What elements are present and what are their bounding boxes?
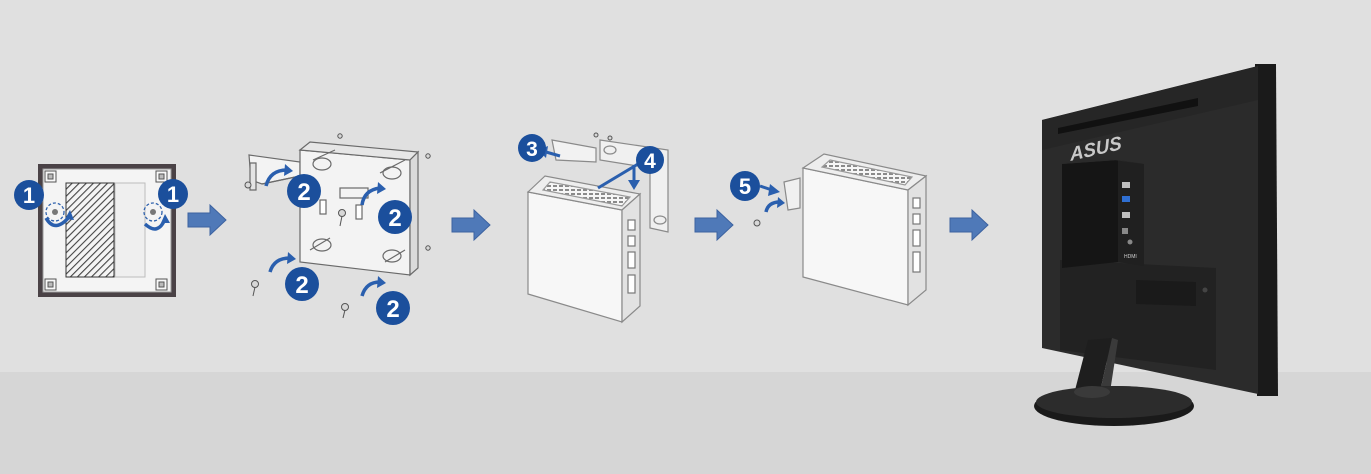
step-badge: 4 xyxy=(636,146,664,174)
step-badge: 2 xyxy=(378,200,412,234)
step-badge: 5 xyxy=(730,171,760,201)
right-arrow-icon xyxy=(759,184,780,196)
hdmi-port-label: HDMI xyxy=(1124,254,1137,260)
step-badge: 2 xyxy=(287,174,321,208)
step-badge: 2 xyxy=(285,267,319,301)
next-step-arrow-icon xyxy=(694,208,734,242)
next-step-arrow-icon xyxy=(451,208,491,242)
pc-with-bracket-view xyxy=(526,139,669,324)
step-badge-label: 1 xyxy=(167,182,179,207)
mounted-mini-pc: HDMI xyxy=(1062,157,1144,268)
step-badge-label: 2 xyxy=(388,205,401,232)
step-badge: 3 xyxy=(518,134,546,162)
step-badge-label: 4 xyxy=(644,150,656,173)
next-step-arrow-icon xyxy=(187,203,227,237)
down-arrow-icon xyxy=(628,165,640,190)
rotate-arrow-icon xyxy=(764,197,785,213)
pc-side-view xyxy=(783,153,928,307)
screw-icons xyxy=(593,132,613,141)
rubber-foot-icons xyxy=(44,170,168,291)
next-step-arrow-icon xyxy=(949,208,989,242)
step-badge: 1 xyxy=(158,179,188,209)
vesa-bracket-exploded-view xyxy=(248,141,420,277)
pc-bottom-view xyxy=(38,164,176,297)
step-badge-label: 2 xyxy=(386,296,399,323)
step-badge-label: 2 xyxy=(295,272,308,299)
step-badge: 1 xyxy=(14,180,44,210)
screw-hole-icons xyxy=(45,202,163,222)
step-badge-label: 1 xyxy=(23,183,35,208)
step-badge-label: 5 xyxy=(739,174,751,199)
monitor-rear-view xyxy=(1034,64,1278,426)
step-badge-label: 2 xyxy=(297,179,310,206)
step-badge-label: 3 xyxy=(526,138,538,161)
screw-icon xyxy=(753,219,761,227)
screw-icons xyxy=(244,133,431,319)
arrowheads xyxy=(284,164,386,288)
step-badge: 2 xyxy=(376,291,410,325)
